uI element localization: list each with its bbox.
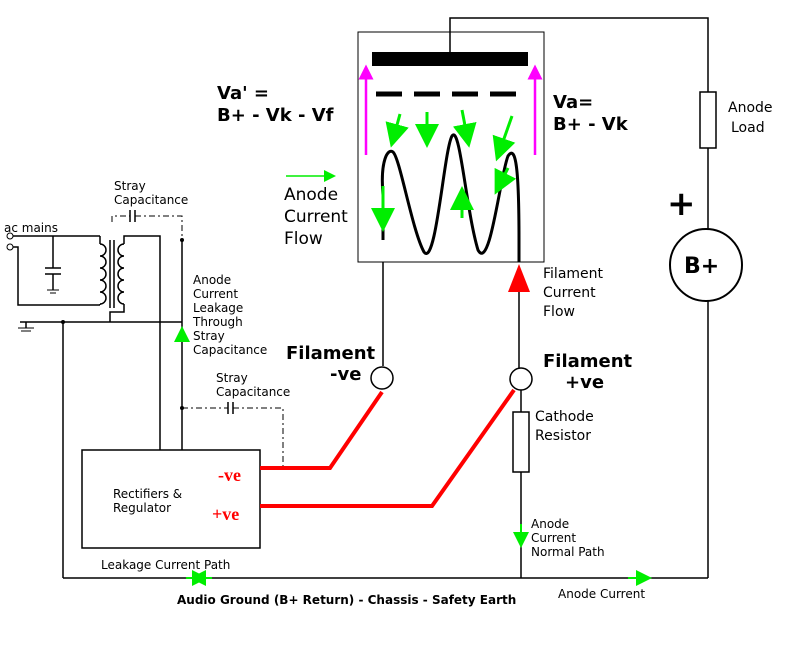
rectifier-label-1: Rectifiers & xyxy=(113,487,182,501)
leakage-label-5: Stray xyxy=(193,329,225,343)
tube-anode-plate xyxy=(372,52,528,66)
tube-envelope xyxy=(357,31,545,263)
ground-footer-label: Audio Ground (B+ Return) - Chassis - Saf… xyxy=(177,593,516,607)
filament-current-flow-label-1: Filament xyxy=(543,266,604,282)
filament-positive-wire xyxy=(260,388,516,508)
filament-neg-terminal xyxy=(370,366,394,390)
filament-neg-label-1: Filament xyxy=(286,343,376,364)
va-label-1: Va= xyxy=(553,92,593,113)
b-plus-supply xyxy=(669,228,743,302)
ac-mains-label: ac mains xyxy=(4,221,58,235)
cathode-resistor xyxy=(512,411,530,473)
leakage-wires xyxy=(174,240,284,470)
stray-cap-top-label-1: Stray xyxy=(114,179,146,193)
leakage-label-6: Capacitance xyxy=(193,343,267,357)
filament-pos-terminal xyxy=(509,367,533,391)
va-prime-label-2: B+ - Vk - Vf xyxy=(217,105,334,126)
neg-terminal-label: -ve xyxy=(218,465,241,485)
anode-load-resistor xyxy=(699,91,717,149)
normal-path-label-2: Current xyxy=(531,531,576,545)
leakage-label-4: Through xyxy=(192,315,243,329)
filament-negative-wire xyxy=(260,390,384,470)
cathode-resistor-label-2: Resistor xyxy=(535,428,591,444)
normal-path-label-1: Anode xyxy=(531,517,569,531)
filament-pos-label-1: Filament xyxy=(543,351,633,372)
pos-terminal-label: +ve xyxy=(212,504,239,524)
filament-current-flow-label-3: Flow xyxy=(543,304,575,320)
anode-current-flow-label-2: Current xyxy=(284,207,348,227)
anode-current-flow-label-1: Anode xyxy=(284,185,338,205)
filament-current-flow-label-2: Current xyxy=(543,285,596,301)
cathode-resistor-label-1: Cathode xyxy=(535,409,594,425)
stray-cap-top-label-2: Capacitance xyxy=(114,193,188,207)
filament-pos-label-2: +ve xyxy=(565,372,604,393)
anode-current-label: Anode Current xyxy=(558,587,645,601)
plus-sign: + xyxy=(667,184,696,224)
stray-cap-mid-label-1: Stray xyxy=(216,371,248,385)
ac-mains-input xyxy=(6,232,100,306)
leakage-path-label: Leakage Current Path xyxy=(101,558,230,572)
filament-current-arrow xyxy=(508,264,530,292)
anode-load-label-2: Load xyxy=(731,120,765,136)
leakage-label-3: Leakage xyxy=(193,301,243,315)
va-prime-label-1: Va' = xyxy=(217,83,269,104)
anode-wire xyxy=(449,17,709,92)
rectifier-regulator-box xyxy=(81,449,261,549)
stray-cap-mid-label-2: Capacitance xyxy=(216,385,290,399)
anode-current-flow-label-3: Flow xyxy=(284,229,323,249)
rectifier-label-2: Regulator xyxy=(113,501,171,515)
transformer xyxy=(18,235,182,578)
stray-capacitance-top xyxy=(111,210,184,242)
anode-current-arrows xyxy=(371,109,517,232)
anode-load-label-1: Anode xyxy=(728,100,773,116)
normal-path-label-3: Normal Path xyxy=(531,545,605,559)
filament-neg-label-2: -ve xyxy=(330,364,361,385)
va-label-2: B+ - Vk xyxy=(553,114,629,135)
leakage-label-1: Anode xyxy=(193,273,231,287)
b-plus-label: B+ xyxy=(684,254,719,279)
leakage-label-2: Current xyxy=(193,287,238,301)
